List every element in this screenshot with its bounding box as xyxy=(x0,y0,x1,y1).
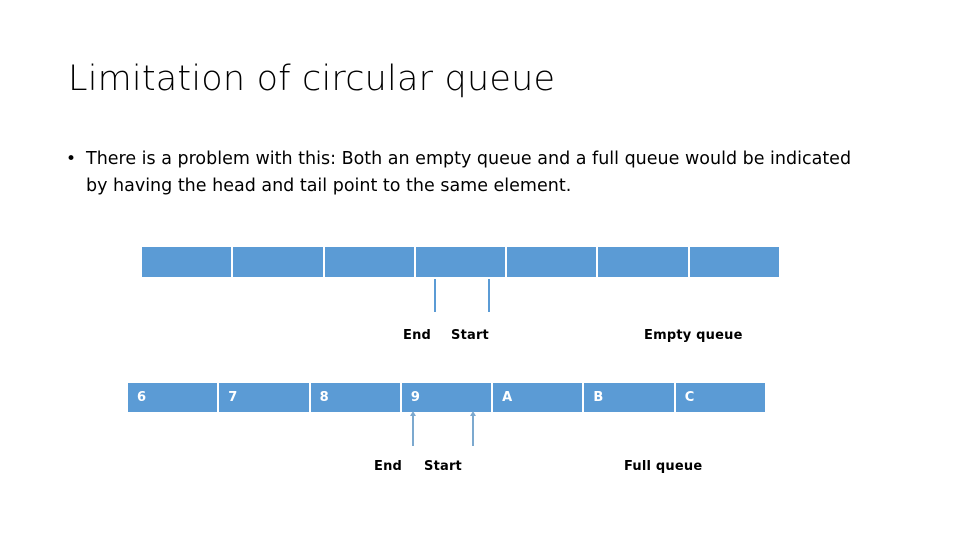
full-queue-end-pointer-arrow xyxy=(410,411,416,446)
bullet-item: • There is a problem with this: Both an … xyxy=(66,146,866,200)
full-queue-bar: 6 7 8 9 A B C xyxy=(128,383,765,412)
empty-queue-bar xyxy=(142,247,779,277)
queue-cell xyxy=(689,247,779,277)
queue-cell: B xyxy=(584,383,674,412)
queue-cell: C xyxy=(675,383,765,412)
queue-cell: 9 xyxy=(401,383,492,412)
empty-queue-start-label: Start xyxy=(451,328,489,343)
queue-cell xyxy=(507,247,597,277)
full-queue-end-label: End xyxy=(374,459,403,474)
empty-queue-end-pointer-line xyxy=(434,279,436,312)
queue-cell: 7 xyxy=(219,383,309,412)
queue-cell: 8 xyxy=(310,383,400,412)
queue-cell xyxy=(233,247,323,277)
empty-queue-end-label: End xyxy=(403,328,432,343)
queue-cell xyxy=(598,247,688,277)
full-queue-start-pointer-arrow xyxy=(470,411,476,446)
empty-queue-start-pointer-line xyxy=(488,279,490,312)
queue-cell xyxy=(324,247,414,277)
bullet-text: There is a problem with this: Both an em… xyxy=(86,149,852,196)
queue-cell xyxy=(142,247,232,277)
page-title: Limitation of circular queue xyxy=(68,59,556,99)
empty-queue-caption: Empty queue xyxy=(644,328,743,343)
queue-cell xyxy=(415,247,506,277)
queue-cell: A xyxy=(493,383,583,412)
body-content: • There is a problem with this: Both an … xyxy=(66,146,866,200)
full-queue-start-label: Start xyxy=(424,459,462,474)
queue-cell: 6 xyxy=(128,383,218,412)
bullet-marker-icon: • xyxy=(66,149,77,169)
full-queue-caption: Full queue xyxy=(624,459,703,474)
